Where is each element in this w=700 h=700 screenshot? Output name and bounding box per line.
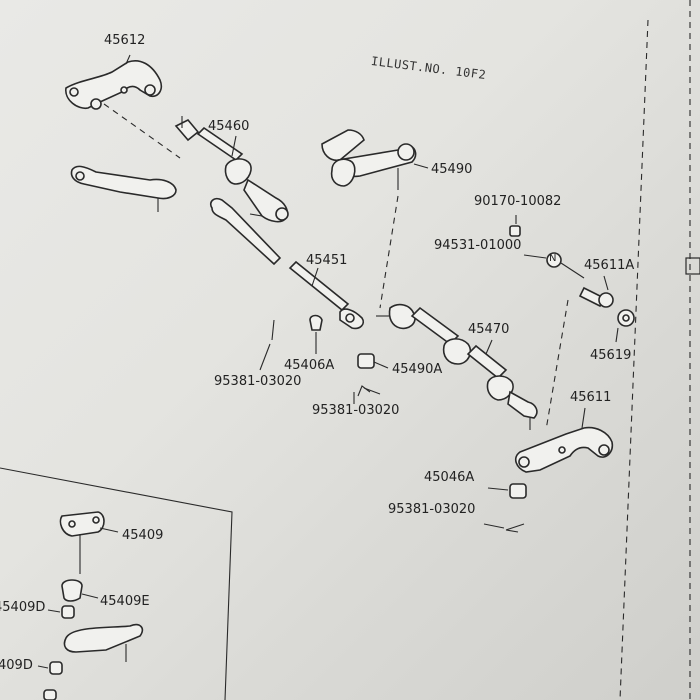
part-pitman-arm xyxy=(70,165,177,212)
callout-45409E: 45409E xyxy=(100,594,150,609)
callout-45406A: 45406A xyxy=(284,358,335,373)
callout-45451: 45451 xyxy=(306,253,348,268)
part-95381-cotter-pin-c xyxy=(505,523,525,533)
part-45490A-castle-nut xyxy=(357,353,375,369)
part-45619-nut xyxy=(617,309,635,327)
page-edge-dashes xyxy=(619,0,691,700)
part-45611A-bolt xyxy=(578,286,614,308)
callout-95381-03020-c: 95381-03020 xyxy=(388,502,476,517)
callout-45409D-1: 45409D xyxy=(0,600,46,615)
part-inset-arm xyxy=(63,623,144,662)
part-45612-bracket xyxy=(65,60,163,110)
edge-box xyxy=(685,257,700,275)
part-45406A-nut xyxy=(309,314,323,331)
inset-frame xyxy=(0,467,233,700)
callout-45611: 45611 xyxy=(570,390,612,405)
part-45409D-nut-2 xyxy=(43,661,63,700)
callout-94531-01000: 94531-01000 xyxy=(434,238,522,253)
callout-45409D-2: 409D xyxy=(0,658,33,673)
part-95381-cotter-pin-b xyxy=(357,385,381,397)
part-90170-nut xyxy=(509,225,521,237)
callout-95381-03020-a: 95381-03020 xyxy=(214,374,302,389)
callout-45490: 45490 xyxy=(431,162,473,177)
callout-45490A: 45490A xyxy=(392,362,443,377)
callout-45046A: 45046A xyxy=(424,470,475,485)
part-95381-cotter-pin-a xyxy=(271,319,275,341)
callout-45460: 45460 xyxy=(208,119,250,134)
part-45451-tie-rod xyxy=(209,197,365,330)
part-45611-bracket xyxy=(514,426,614,473)
callout-45409: 45409 xyxy=(122,528,164,543)
callout-45470: 45470 xyxy=(468,322,510,337)
n-marker: N xyxy=(549,253,557,264)
part-45409D-nut-1 xyxy=(61,605,75,619)
callout-95381-03020-b: 95381-03020 xyxy=(312,403,400,418)
callout-45611A: 45611A xyxy=(584,258,635,273)
part-45490-idler-arm xyxy=(321,129,417,190)
n-marker-circle xyxy=(546,252,562,268)
callout-45619: 45619 xyxy=(590,348,632,363)
callout-45612: 45612 xyxy=(104,33,146,48)
part-45470-tie-rod-assy xyxy=(376,303,538,430)
part-45460-relay-rod xyxy=(174,116,289,223)
part-45409-plate xyxy=(59,511,105,574)
part-45409E-bushing xyxy=(61,579,83,602)
part-45046A-nut xyxy=(509,483,527,499)
callout-90170-10082: 90170-10082 xyxy=(474,194,562,209)
